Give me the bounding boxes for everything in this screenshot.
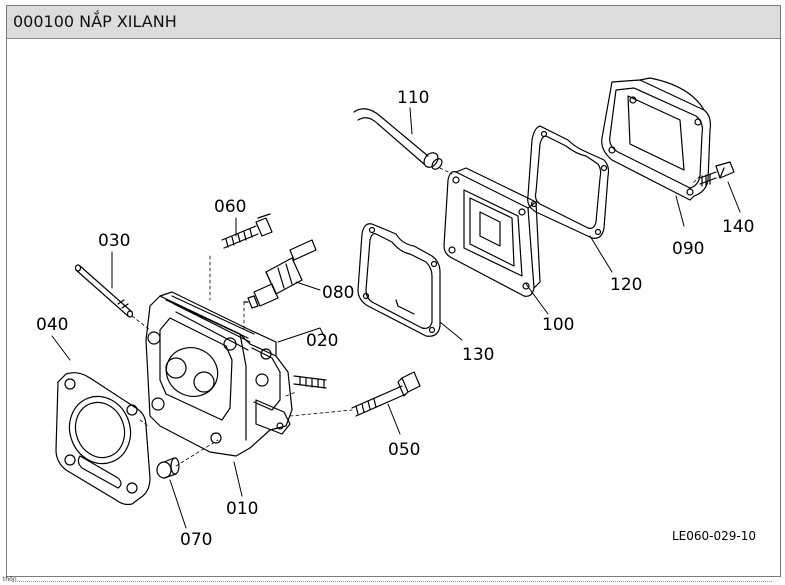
- cover-bolt-drawing: [699, 161, 735, 187]
- part-label-130: 130: [462, 345, 494, 365]
- part-label-060: 060: [214, 197, 246, 217]
- spark-plug-drawing: [243, 239, 317, 309]
- stud-bolt-drawing: [221, 213, 273, 249]
- part-label-110: 110: [397, 88, 429, 108]
- part-label-080: 080: [322, 283, 354, 303]
- page-title: 000100 NẮP XILANH: [13, 12, 177, 31]
- footer-divider: [12, 581, 772, 582]
- long-stud-drawing: [74, 264, 134, 318]
- part-label-030: 030: [98, 231, 130, 251]
- cylinder-head-drawing: [145, 291, 293, 457]
- header-bar: 000100 NẮP XILANH: [7, 6, 780, 39]
- dowel-pin-drawing: [156, 457, 180, 479]
- diagram-code: LE060-029-10: [672, 529, 756, 543]
- part-label-090: 090: [672, 239, 704, 259]
- leader-lines: [51, 107, 741, 529]
- plate-gasket-drawing: [357, 223, 441, 337]
- head-gasket-drawing: [55, 372, 151, 506]
- rocker-plate-drawing: [443, 167, 541, 297]
- part-label-020: 020: [306, 331, 338, 351]
- part-label-120: 120: [610, 275, 642, 295]
- cylinder-head-cover-drawing: [601, 77, 711, 201]
- part-label-070: 070: [180, 530, 212, 550]
- part-label-100: 100: [542, 315, 574, 335]
- part-label-040: 040: [36, 315, 68, 335]
- part-label-010: 010: [226, 499, 258, 519]
- short-stud-drawing: [293, 375, 327, 389]
- part-labels: 110 090 140 120 100 130 060 080 030 040 …: [36, 88, 756, 550]
- footer-text: thôn: [3, 576, 17, 583]
- cover-gasket-drawing: [527, 125, 610, 239]
- diagram-frame: 000100 NẮP XILANH: [6, 5, 781, 577]
- flange-bolt-drawing: [351, 371, 421, 417]
- part-label-140: 140: [722, 217, 754, 237]
- breather-hose-drawing: [353, 108, 443, 170]
- assembly-guide-lines: [131, 167, 701, 467]
- part-label-050: 050: [388, 440, 420, 460]
